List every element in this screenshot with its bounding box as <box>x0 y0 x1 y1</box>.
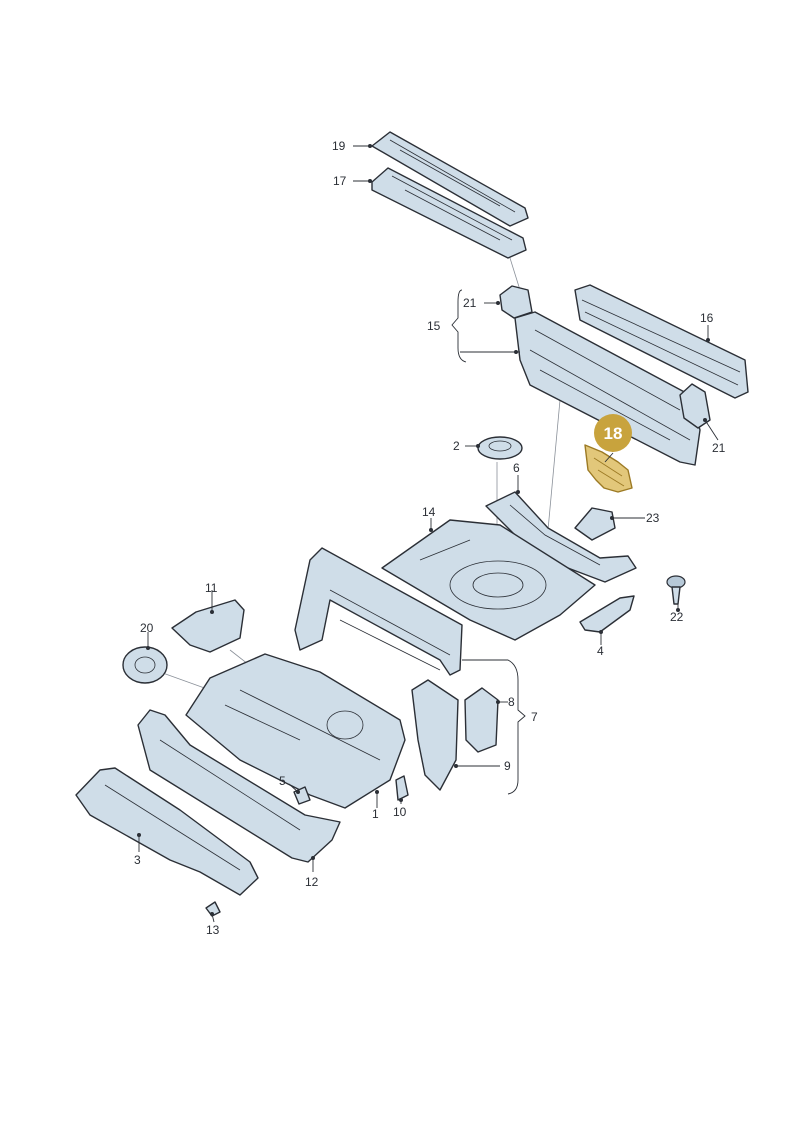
part-13-clip[interactable] <box>205 901 221 917</box>
part-17-cross-rail[interactable] <box>371 167 527 259</box>
label-9[interactable]: 9 <box>504 759 511 773</box>
part-21-bracket-upper[interactable] <box>499 285 533 319</box>
label-1[interactable]: 1 <box>372 807 379 821</box>
part-11-bracket[interactable] <box>171 599 245 653</box>
label-13[interactable]: 13 <box>206 923 220 937</box>
label-11[interactable]: 11 <box>205 581 218 595</box>
label-5[interactable]: 5 <box>279 774 286 788</box>
part-21-bracket-right[interactable] <box>679 383 711 429</box>
part-8-side-member[interactable] <box>464 687 499 753</box>
label-2[interactable]: 2 <box>453 439 460 453</box>
part-labels: 19 17 21 15 16 21 2 6 23 14 22 4 11 20 8… <box>134 139 726 937</box>
label-17[interactable]: 17 <box>333 174 347 188</box>
part-12-side-sill[interactable] <box>137 709 341 863</box>
part-19-roof-rail[interactable] <box>371 131 529 227</box>
label-14[interactable]: 14 <box>422 505 436 519</box>
part-9-reinforcement[interactable] <box>411 679 459 791</box>
label-20[interactable]: 20 <box>140 621 154 635</box>
label-6[interactable]: 6 <box>513 461 520 475</box>
part-10-small-clip[interactable] <box>395 775 409 801</box>
part-16-rear-cross-member[interactable] <box>574 284 749 399</box>
part-18-highlighted-bracket[interactable] <box>584 444 633 493</box>
label-23[interactable]: 23 <box>646 511 660 525</box>
label-15[interactable]: 15 <box>427 319 441 333</box>
label-19[interactable]: 19 <box>332 139 346 153</box>
part-23-bracket[interactable] <box>574 507 616 541</box>
part-1-front-floor-pan[interactable] <box>185 653 406 809</box>
part-2-round-cover[interactable] <box>477 436 523 460</box>
label-4[interactable]: 4 <box>597 644 604 658</box>
label-7[interactable]: 7 <box>531 710 538 724</box>
part-15-rear-panel[interactable] <box>514 311 701 466</box>
part-7-rear-seat-panel[interactable] <box>294 547 463 676</box>
leader-lines <box>137 144 719 923</box>
label-8[interactable]: 8 <box>508 695 515 709</box>
part-22-clip[interactable] <box>666 575 686 605</box>
part-3-front-sill[interactable] <box>75 767 259 896</box>
part-20-cover-plate[interactable] <box>122 646 168 684</box>
label-22[interactable]: 22 <box>670 610 684 624</box>
label-3[interactable]: 3 <box>134 853 141 867</box>
label-21-right[interactable]: 21 <box>712 441 726 455</box>
part-14-rear-floor-pan[interactable] <box>381 519 596 641</box>
label-21-upper[interactable]: 21 <box>463 296 477 310</box>
part-4-support[interactable] <box>579 595 635 633</box>
label-12[interactable]: 12 <box>305 875 319 889</box>
highlight-badge-label: 18 <box>604 424 623 443</box>
label-16[interactable]: 16 <box>700 311 714 325</box>
highlight-badge-18[interactable]: 18 <box>594 414 632 452</box>
label-10[interactable]: 10 <box>393 805 407 819</box>
